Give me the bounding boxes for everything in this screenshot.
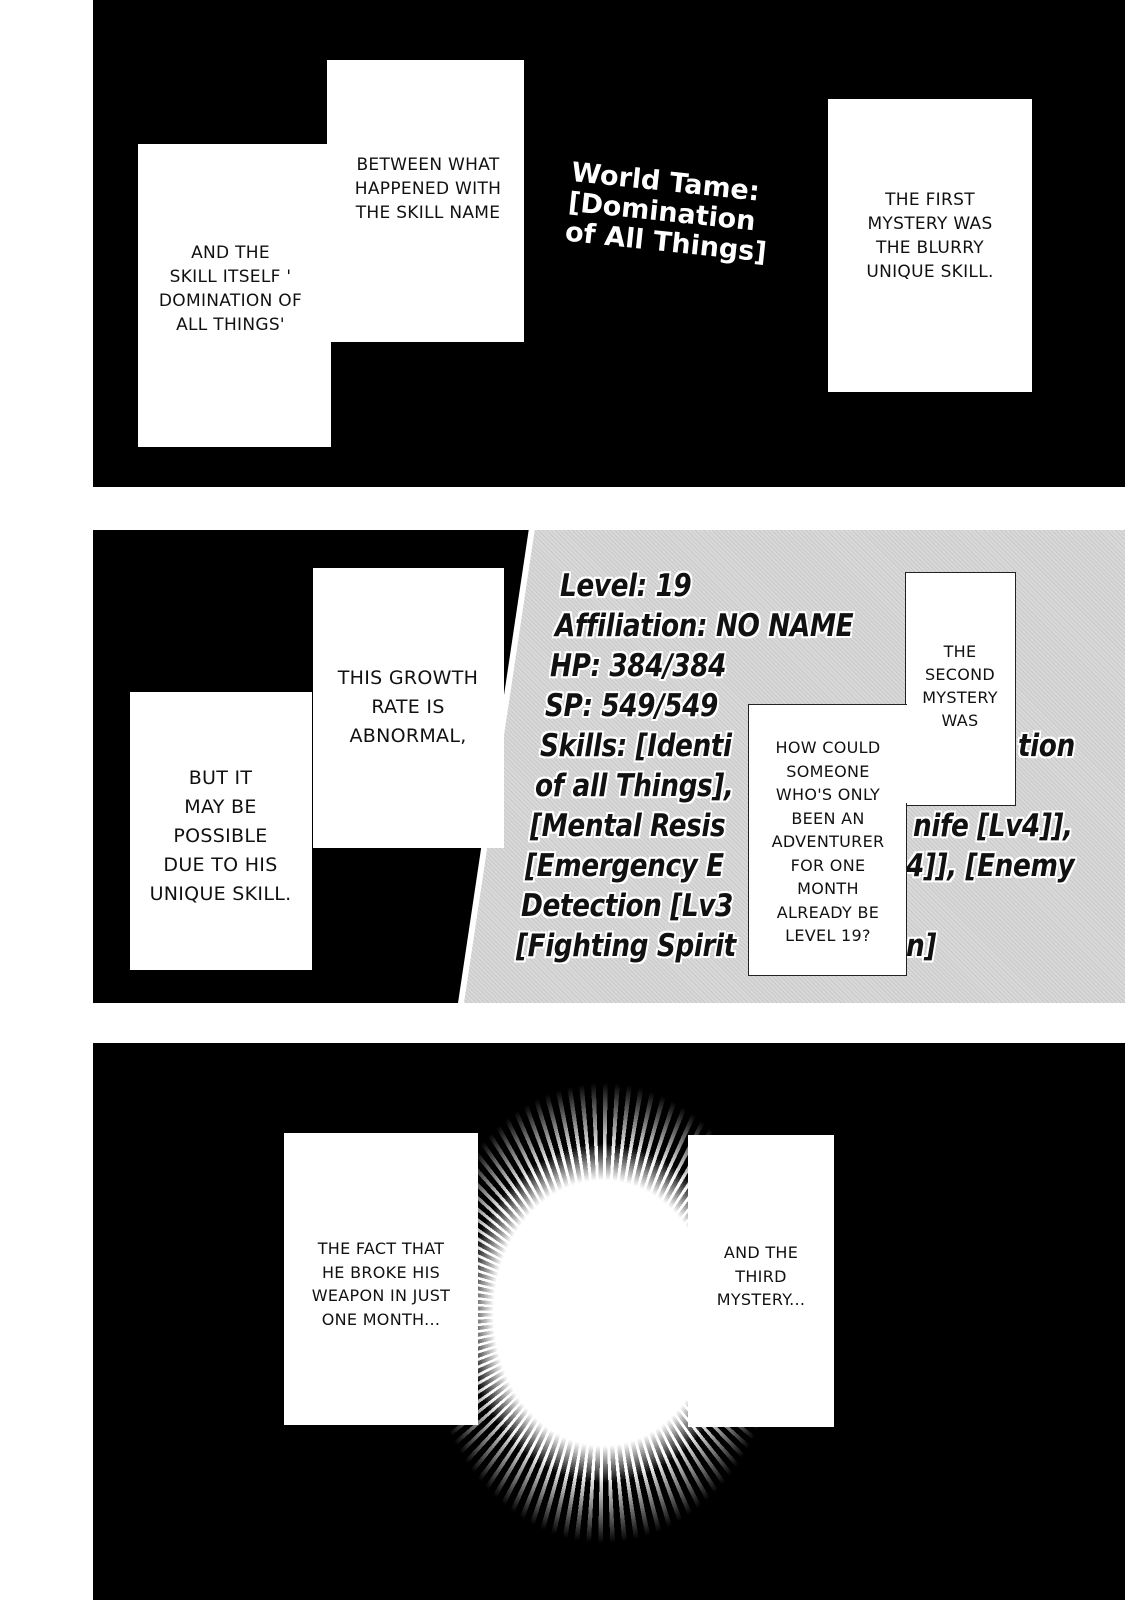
panel-2: Level: 19 Affiliation: NO NAME HP: 384/3… <box>93 530 1125 1003</box>
caption-box-possible <box>130 692 312 970</box>
caption-broke-weapon: THE FACT THAT HE BROKE HIS WEAPON IN JUS… <box>311 1239 451 1329</box>
caption-second-mystery: THE SECOND MYSTERY WAS <box>922 642 998 730</box>
caption-and-the-skill: AND THE SKILL ITSELF ' DOMINATION OF ALL… <box>158 243 303 335</box>
stat-fragment-enemy: 4]], [Enemy <box>906 848 1075 884</box>
stat-fragment-tion: tion <box>1018 728 1075 764</box>
stat-hp: HP: 384/384 <box>550 648 727 684</box>
caption-between-what: BETWEEN WHAT HAPPENED WITH THE SKILL NAM… <box>354 155 502 223</box>
caption-box-third <box>688 1135 834 1427</box>
caption-box-right <box>327 60 524 342</box>
caption-first-mystery: THE FIRST MYSTERY WAS THE BLURRY UNIQUE … <box>866 190 994 282</box>
caption-box-left <box>138 144 331 447</box>
stat-fragment-n: n] <box>906 928 936 964</box>
caption-box-first-mystery <box>828 99 1032 392</box>
caption-how-could: HOW COULD SOMEONE WHO'S ONLY BEEN AN ADV… <box>771 738 885 945</box>
caption-possible: BUT IT MAY BE POSSIBLE DUE TO HIS UNIQUE… <box>149 767 292 905</box>
caption-box-join <box>749 705 1014 803</box>
caption-growth-rate: THIS GROWTH RATE IS ABNORMAL, <box>337 667 479 747</box>
stat-skills-5: Detection [Lv3 <box>521 888 733 924</box>
caption-box-weapon <box>284 1133 478 1425</box>
stat-skills-3: [Mental Resis <box>530 808 726 844</box>
stat-skills: Skills: [Identi <box>540 728 732 764</box>
caption-box-growth <box>313 568 504 848</box>
stat-level: Level: 19 <box>560 568 692 604</box>
stat-skills-2: of all Things], <box>535 768 734 804</box>
skill-title-text: World Tame: [Domination of All Things] <box>563 157 769 269</box>
stat-fragment-knife: nife [Lv4]], <box>913 808 1073 844</box>
caption-third-mystery: AND THE THIRD MYSTERY... <box>716 1243 806 1309</box>
stat-sp: SP: 549/549 <box>545 688 718 724</box>
stat-affiliation: Affiliation: NO NAME <box>555 608 854 644</box>
panel-3: THE FACT THAT HE BROKE HIS WEAPON IN JUS… <box>93 1043 1125 1600</box>
stat-skills-6: [Fighting Spirit <box>516 928 736 964</box>
stat-skills-4: [Emergency E <box>525 848 724 884</box>
panel-1: AND THE SKILL ITSELF ' DOMINATION OF ALL… <box>93 0 1125 487</box>
